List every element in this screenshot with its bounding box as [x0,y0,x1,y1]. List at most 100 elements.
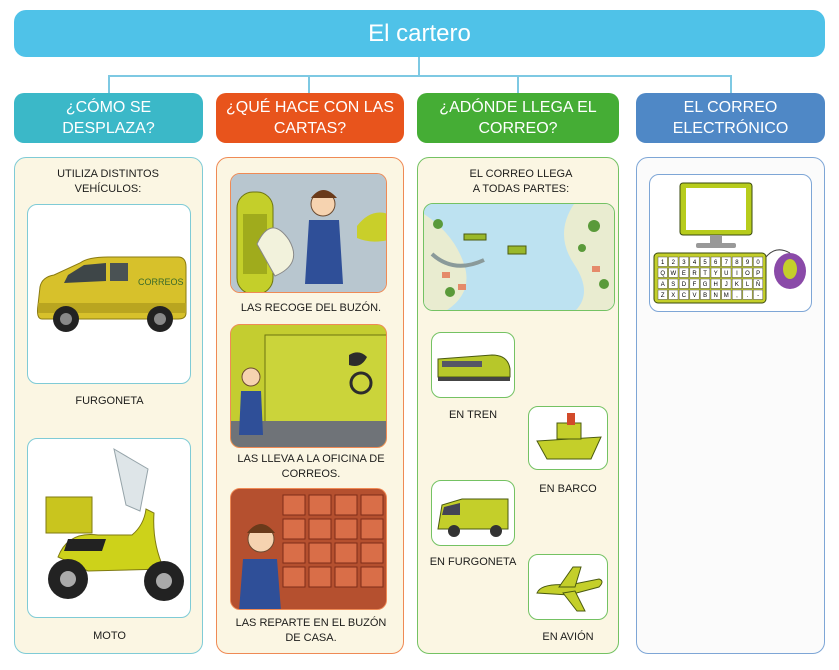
keyboard-key [731,289,742,300]
keyboard-key [689,289,700,300]
header-correo-electronico: EL CORREO ELECTRÓNICO [636,93,825,143]
keyboard-key-label: I [736,271,738,277]
keyboard-key [710,278,721,289]
keyboard-key [753,256,764,267]
keyboard-key-label: K [735,282,739,288]
keyboard-key [657,278,668,289]
keyboard-key-label: 3 [682,260,686,266]
intro-text: EL CORREO LLEGA A TODAS PARTES: [469,168,573,195]
keyboard-key-label: F [693,282,697,288]
keyboard-key-label: U [724,271,728,277]
caption-recoge: LAS RECOGE DEL BUZÓN. [240,302,382,314]
keyboard-key [678,278,689,289]
keyboard-key [721,256,732,267]
keyboard-key [689,256,700,267]
keyboard-key-label: 7 [725,260,729,266]
keyboard-key-label: A [661,282,665,288]
keyboard-key-label: Z [661,293,665,299]
connector-col2 [308,75,310,93]
scene-card-oficina [230,324,387,448]
scooter-icon [45,447,184,601]
map-card [423,203,615,311]
keyboard-key-label: T [703,271,707,277]
van-icon [437,498,509,537]
keyboard-key-label: 1 [661,260,665,266]
keyboard-key-label: 0 [756,260,760,266]
keyboard-key [721,278,732,289]
keyboard-key-label: R [692,271,697,277]
train-icon [437,354,511,381]
keyboard-key-label: W [670,271,676,277]
keyboard-key [700,256,711,267]
keyboard-key-label: Ñ [756,281,760,288]
mailbox-scene [231,174,386,292]
keyboard-key [721,289,732,300]
header-que-hace: ¿QUÉ HACE CON LAS CARTAS? [216,93,404,143]
keyboard-key-label: N [714,293,718,299]
keyboard-key-label: 4 [693,260,697,266]
keyboard-key-label: - [757,293,759,299]
connector-horizontal [108,75,732,77]
keyboard-key [731,267,742,278]
keyboard-key [668,256,679,267]
keyboard-key [700,278,711,289]
keyboard-key [710,256,721,267]
keyboard-key [742,289,753,300]
keyboard-key-label: B [703,293,707,299]
keyboard-key-label: 6 [714,260,718,266]
keyboard-key [657,256,668,267]
caption-furgoneta: EN FURGONETA [429,556,517,568]
intro-text: UTILIZA DISTINTOS VEHÍCULOS: [57,168,159,195]
keyboard-key [700,267,711,278]
keyboard-key [657,289,668,300]
keyboard-key-label: 9 [746,260,750,266]
caption-furgoneta: FURGONETA [75,395,144,407]
plane-icon [536,566,603,612]
van-card [431,480,515,546]
caption-tren: EN TREN [448,409,498,421]
column-adonde-llega: EL CORREO LLEGA A TODAS PARTES: EN TREN … [417,157,619,654]
keyboard-key-label: C [682,293,687,299]
header-como-se-desplaza: ¿CÓMO SE DESPLAZA? [14,93,203,143]
svg-text:CORREOS: CORREOS [138,277,184,287]
keyboard-key-label: O [745,271,750,277]
keyboard-key-label: G [703,282,708,288]
keyboard-key-label: 5 [703,260,707,266]
keyboard-key-label: 8 [735,260,739,266]
page-title: El cartero [14,10,825,57]
boat-card [528,406,608,470]
keyboard-key [678,289,689,300]
connector-trunk [418,57,420,75]
keyboard-key [710,267,721,278]
keyboard-key-label: P [756,271,760,277]
keyboard-key [731,278,742,289]
van-icon: CORREOS [37,256,187,332]
keyboard-key-label: Y [714,271,718,277]
keyboard-key-label: X [671,293,675,299]
connector-col3 [517,75,519,93]
keyboard-key [678,256,689,267]
connector-col4 [730,75,732,93]
keyboard-key-label: J [725,282,728,288]
keyboard-key-label: V [692,293,696,299]
keyboard-key-label: M [724,293,729,299]
keyboard-key [657,267,668,278]
keyboard-key [753,289,764,300]
keyboard-key-label: L [746,282,750,288]
scene-card-reparte [230,488,387,610]
home-mailboxes-scene [231,489,386,609]
keyboard-key [710,289,721,300]
keyboard-key [753,267,764,278]
keyboard-key [689,278,700,289]
caption-lleva: LAS LLEVA A LA OFICINA DE CORREOS. [237,453,385,480]
keyboard-key [700,289,711,300]
keyboard-key-label: Q [660,271,665,277]
keyboard-key-label: H [714,282,718,288]
caption-reparte: LAS REPARTE EN EL BUZÓN DE CASA. [235,617,387,644]
keyboard-key-label: E [682,271,686,277]
keyboard-key-label: S [671,282,675,288]
van-loading-scene [231,325,386,447]
scooter-photo-card [27,438,191,618]
